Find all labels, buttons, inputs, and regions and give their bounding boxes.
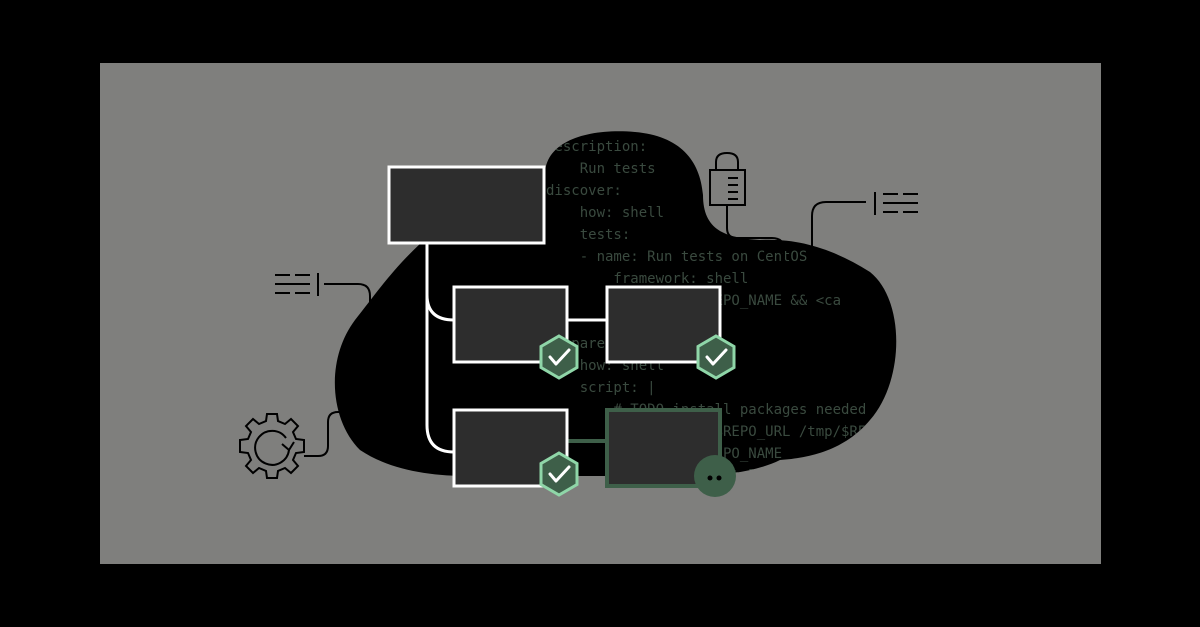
lock-connector — [726, 206, 785, 258]
list-icon-right-connector — [811, 201, 866, 262]
gear-connector — [304, 411, 345, 457]
code-line: discover: — [546, 183, 622, 199]
code-line: how: shell — [546, 205, 664, 221]
code-line: Run tests — [546, 161, 656, 177]
code-line: framework: shell — [546, 271, 748, 287]
code-line: - name: Run tests on CentOS — [546, 249, 807, 265]
code-line: script: | — [546, 380, 656, 396]
list-icon-left-connector — [324, 283, 371, 306]
tree-connector — [425, 290, 455, 454]
code-line: tests: — [546, 227, 630, 243]
check-badge-icon — [539, 451, 579, 497]
gear-refresh-icon — [239, 413, 305, 479]
code-line: description: — [546, 139, 647, 155]
pipeline-root-box — [387, 165, 546, 245]
lock-icon — [709, 151, 746, 206]
pending-dots-icon — [694, 455, 736, 497]
check-badge-icon — [696, 334, 736, 380]
list-icon-left — [275, 273, 319, 296]
list-icon-right — [874, 192, 918, 215]
check-badge-icon — [539, 334, 579, 380]
